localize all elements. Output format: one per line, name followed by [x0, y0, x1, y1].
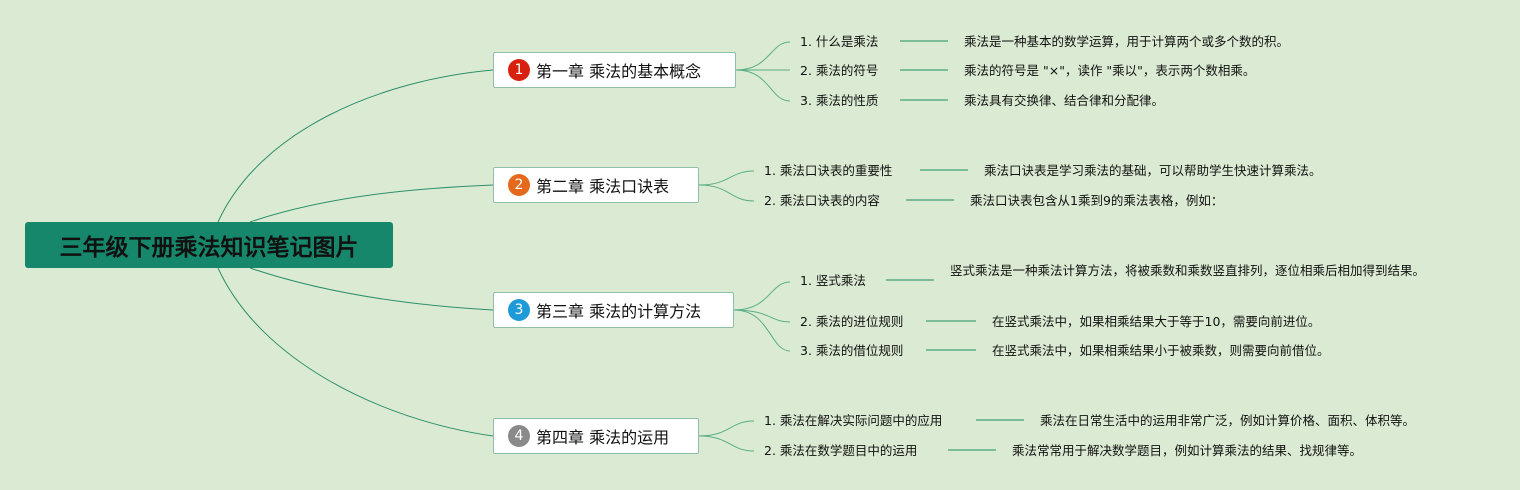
chapter-title: 第二章 乘法口诀表: [536, 177, 670, 196]
chapter-title: 第四章 乘法的运用: [536, 428, 670, 447]
connector: [249, 184, 494, 223]
chapter-title: 第三章 乘法的计算方法: [536, 302, 702, 321]
root-topic[interactable]: 三年级下册乘法知识笔记图片: [25, 222, 393, 268]
subtopic-note[interactable]: 乘法口诀表包含从1乘到9的乘法表格，例如：: [970, 193, 1224, 208]
subtopic-label[interactable]: 3. 乘法的借位规则: [800, 343, 904, 358]
subtopic-note[interactable]: 乘法具有交换律、结合律和分配律。: [964, 93, 1165, 108]
subtopic-note[interactable]: 在竖式乘法中，如果相乘结果小于被乘数，则需要向前借位。: [992, 343, 1330, 358]
subtopic-label[interactable]: 1. 乘法口诀表的重要性: [764, 163, 893, 178]
subtopic-label[interactable]: 2. 乘法在数学题目中的运用: [764, 443, 918, 458]
number-badge-icon: 3: [508, 299, 530, 321]
chapter-topic-4[interactable]: 4 第四章 乘法的运用: [493, 418, 699, 454]
subtopic-note[interactable]: 在竖式乘法中，如果相乘结果大于等于10，需要向前进位。: [992, 314, 1321, 329]
subtopic-label[interactable]: 2. 乘法的进位规则: [800, 314, 904, 329]
number-badge-icon: 2: [508, 174, 530, 196]
chapter-title: 第一章 乘法的基本概念: [536, 62, 702, 81]
subtopic-label[interactable]: 2. 乘法的符号: [800, 63, 879, 78]
connector: [217, 267, 494, 437]
connector: [249, 267, 494, 311]
subtopic-label[interactable]: 1. 竖式乘法: [800, 273, 866, 288]
number-badge-icon: 1: [508, 59, 530, 81]
subtopic-note[interactable]: 乘法的符号是 "×"，读作 "乘以"，表示两个数相乘。: [964, 63, 1256, 78]
subtopic-label[interactable]: 2. 乘法口诀表的内容: [764, 193, 880, 208]
subtopic-label[interactable]: 1. 什么是乘法: [800, 34, 879, 49]
chapter-topic-2[interactable]: 2 第二章 乘法口诀表: [493, 167, 699, 203]
subtopic-note[interactable]: 乘法在日常生活中的运用非常广泛，例如计算价格、面积、体积等。: [1040, 413, 1416, 428]
subtopic-label[interactable]: 3. 乘法的性质: [800, 93, 879, 108]
subtopic-note[interactable]: 乘法是一种基本的数学运算，用于计算两个或多个数的积。: [964, 34, 1290, 49]
chapter-topic-3[interactable]: 3 第三章 乘法的计算方法: [493, 292, 734, 328]
subtopic-note[interactable]: 乘法常常用于解决数学题目，例如计算乘法的结果、找规律等。: [1012, 443, 1363, 458]
subtopic-note[interactable]: 竖式乘法是一种乘法计算方法，将被乘数和乘数竖直排列，逐位相乘后相加得到结果。: [950, 263, 1426, 278]
connector: [217, 69, 494, 223]
chapter-topic-1[interactable]: 1 第一章 乘法的基本概念: [493, 52, 736, 88]
number-badge-icon: 4: [508, 425, 530, 447]
subtopic-note[interactable]: 乘法口诀表是学习乘法的基础，可以帮助学生快速计算乘法。: [984, 163, 1322, 178]
subtopic-label[interactable]: 1. 乘法在解决实际问题中的应用: [764, 413, 943, 428]
